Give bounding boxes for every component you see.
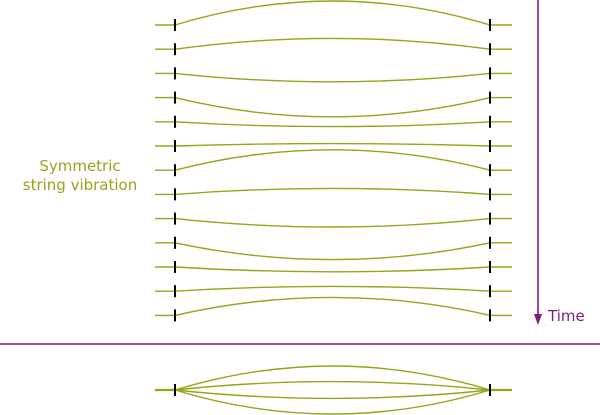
vibrating-string	[174, 0, 491, 26]
string-frame	[155, 149, 512, 177]
string-frame	[155, 236, 512, 261]
vibrating-string	[174, 217, 491, 228]
vibrating-string	[174, 285, 491, 292]
string-frame	[155, 0, 512, 31]
overlay-string	[174, 380, 491, 391]
string-frame	[155, 296, 512, 322]
overlay-string	[174, 389, 491, 400]
string-frame	[155, 91, 512, 118]
vibrating-string	[174, 96, 491, 118]
caption-line-2: string vibration	[22, 176, 138, 194]
vibrating-string	[174, 296, 491, 317]
time-label: Time	[548, 307, 585, 325]
string-frame	[155, 67, 512, 83]
time-arrow-head	[534, 314, 542, 325]
vibrating-string	[174, 242, 491, 261]
string-frame	[155, 285, 512, 298]
string-frame	[155, 115, 512, 128]
vibrating-string	[174, 121, 491, 128]
vibrating-string	[174, 72, 491, 83]
string-frame	[155, 37, 512, 56]
string-frame	[155, 212, 512, 228]
overlay-string	[174, 389, 491, 415]
string-frame	[155, 140, 512, 152]
string-frame	[155, 261, 512, 273]
overlay-string	[174, 365, 491, 391]
vibrating-string	[174, 149, 491, 171]
vibrating-string	[174, 142, 491, 147]
string-frame	[155, 187, 512, 201]
vibrating-string	[174, 187, 491, 196]
string-frames	[155, 0, 512, 322]
vibrating-string	[174, 37, 491, 50]
caption-line-1: Symmetric	[39, 157, 121, 175]
vibrating-string	[174, 266, 491, 273]
diagram-caption: Symmetric string vibration	[10, 157, 150, 195]
overlay-strings	[155, 365, 512, 415]
